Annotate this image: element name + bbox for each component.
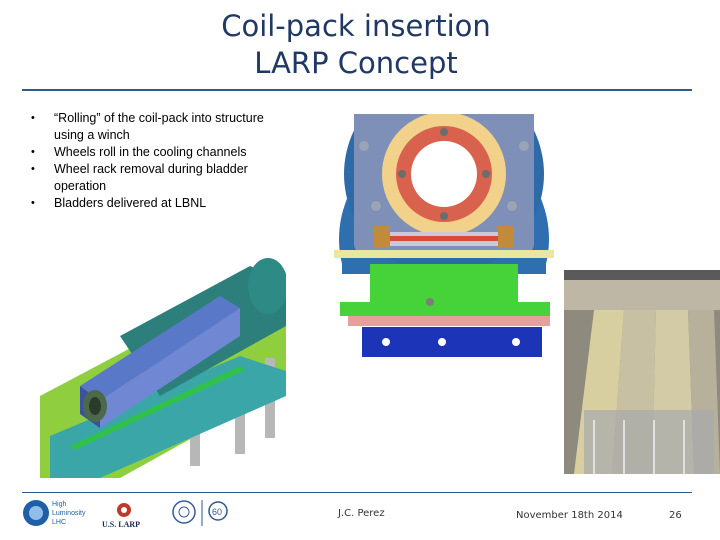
hilumi-line-3: LHC [52, 519, 66, 526]
slide-number: 26 [669, 510, 682, 521]
bullet-text: Wheels roll in the cooling channels [54, 145, 247, 159]
bullet-list: • “Rolling” of the coil-pack into structu… [26, 110, 296, 212]
title-underline [22, 89, 692, 91]
bullet-marker: • [31, 163, 35, 175]
magnet-cross-section-image [294, 114, 594, 390]
bullet-text: Wheel rack removal during bladder operat… [54, 162, 248, 193]
coil-pack-3d-image [40, 246, 286, 478]
bullet-item: • Wheels roll in the cooling channels [26, 144, 296, 161]
bullet-item: • “Rolling” of the coil-pack into structu… [26, 110, 296, 144]
bullet-marker: • [31, 197, 35, 209]
coil-assembly-photo [564, 270, 720, 474]
bullet-text: Bladders delivered at LBNL [54, 196, 207, 210]
title-line-2: LARP Concept [254, 46, 458, 80]
bullet-marker: • [31, 112, 35, 124]
footer-author: J.C. Perez [338, 508, 385, 519]
slide-title: Coil-pack insertion LARP Concept [0, 8, 712, 82]
bullet-item: • Bladders delivered at LBNL [26, 195, 296, 212]
svg-text:60: 60 [212, 507, 222, 517]
title-line-1: Coil-pack insertion [221, 9, 491, 43]
footer-logos: High Luminosity LHC U.S. LARP 60 [22, 496, 252, 530]
footer-date: November 18th 2014 [516, 510, 623, 521]
hilumi-logo: High Luminosity LHC U.S. LARP 60 [23, 500, 228, 529]
bullet-marker: • [31, 146, 35, 158]
footer-rule [22, 492, 692, 493]
bullet-text: “Rolling” of the coil-pack into structur… [54, 111, 264, 142]
hilumi-line-2: Luminosity [52, 510, 86, 517]
hilumi-line-1: High [52, 501, 67, 508]
uslarp-logo: U.S. LARP [102, 520, 140, 529]
bullet-item: • Wheel rack removal during bladder opera… [26, 161, 296, 195]
